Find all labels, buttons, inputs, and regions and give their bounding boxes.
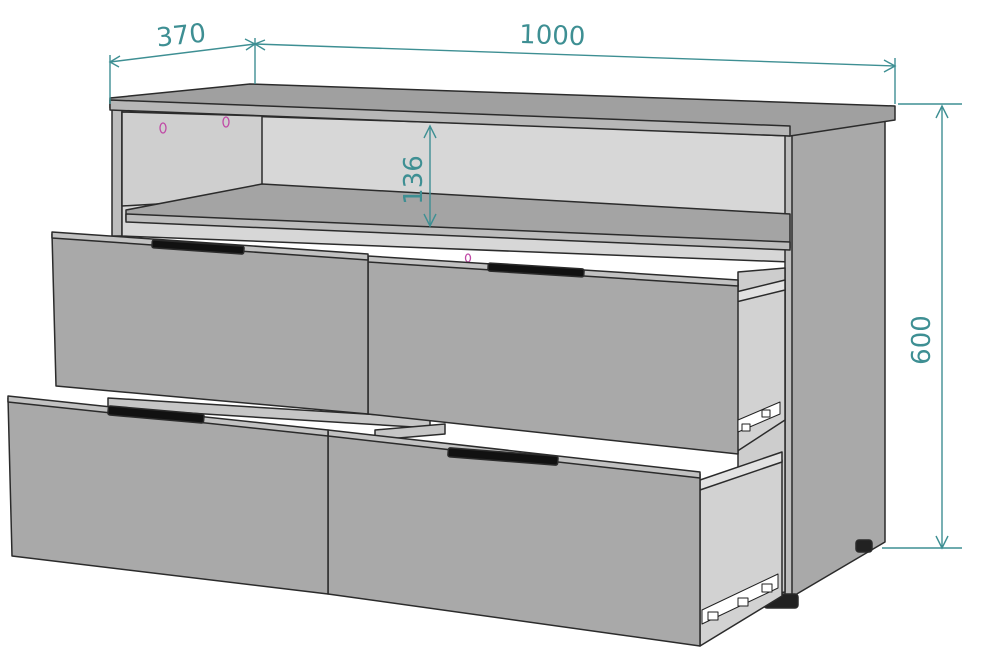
middle-shelf-front-edge xyxy=(125,213,791,251)
drawer-slide-icon xyxy=(701,573,779,625)
drawer-handle-icon xyxy=(487,262,585,278)
drawer-front-panel xyxy=(51,233,369,415)
width-dimension-line xyxy=(254,43,896,67)
leg-back-right xyxy=(855,539,873,553)
left-side-panel xyxy=(111,107,123,237)
width-label: 1000 xyxy=(519,20,586,52)
drawer-top-left xyxy=(51,231,369,415)
drawer-bottom-left xyxy=(7,395,329,595)
drawer-handle-icon xyxy=(107,405,205,424)
depth-dimension-line xyxy=(109,43,256,63)
drawer-front-panel xyxy=(327,431,701,647)
right-side-front-edge xyxy=(784,133,793,599)
drawer-handle-icon xyxy=(447,447,559,466)
shelf-pin-hole-icon xyxy=(159,122,167,134)
depth-label: 370 xyxy=(155,19,208,54)
drawer-bottom-right xyxy=(327,429,783,647)
drawer-slide-icon xyxy=(737,401,781,433)
top-board-front-edge xyxy=(109,99,791,137)
dimension-labels: 370 1000 600 136 xyxy=(155,19,937,365)
shelf-height-label: 136 xyxy=(399,155,429,205)
drawer-handle-icon xyxy=(151,239,245,255)
drawer-top-right xyxy=(367,255,786,455)
right-side-panel xyxy=(789,119,886,599)
shelf-pin-hole-icon xyxy=(222,116,230,128)
shelf-pin-hole-icon xyxy=(464,253,472,263)
dimension-lines xyxy=(108,38,962,550)
height-label: 600 xyxy=(907,315,937,365)
